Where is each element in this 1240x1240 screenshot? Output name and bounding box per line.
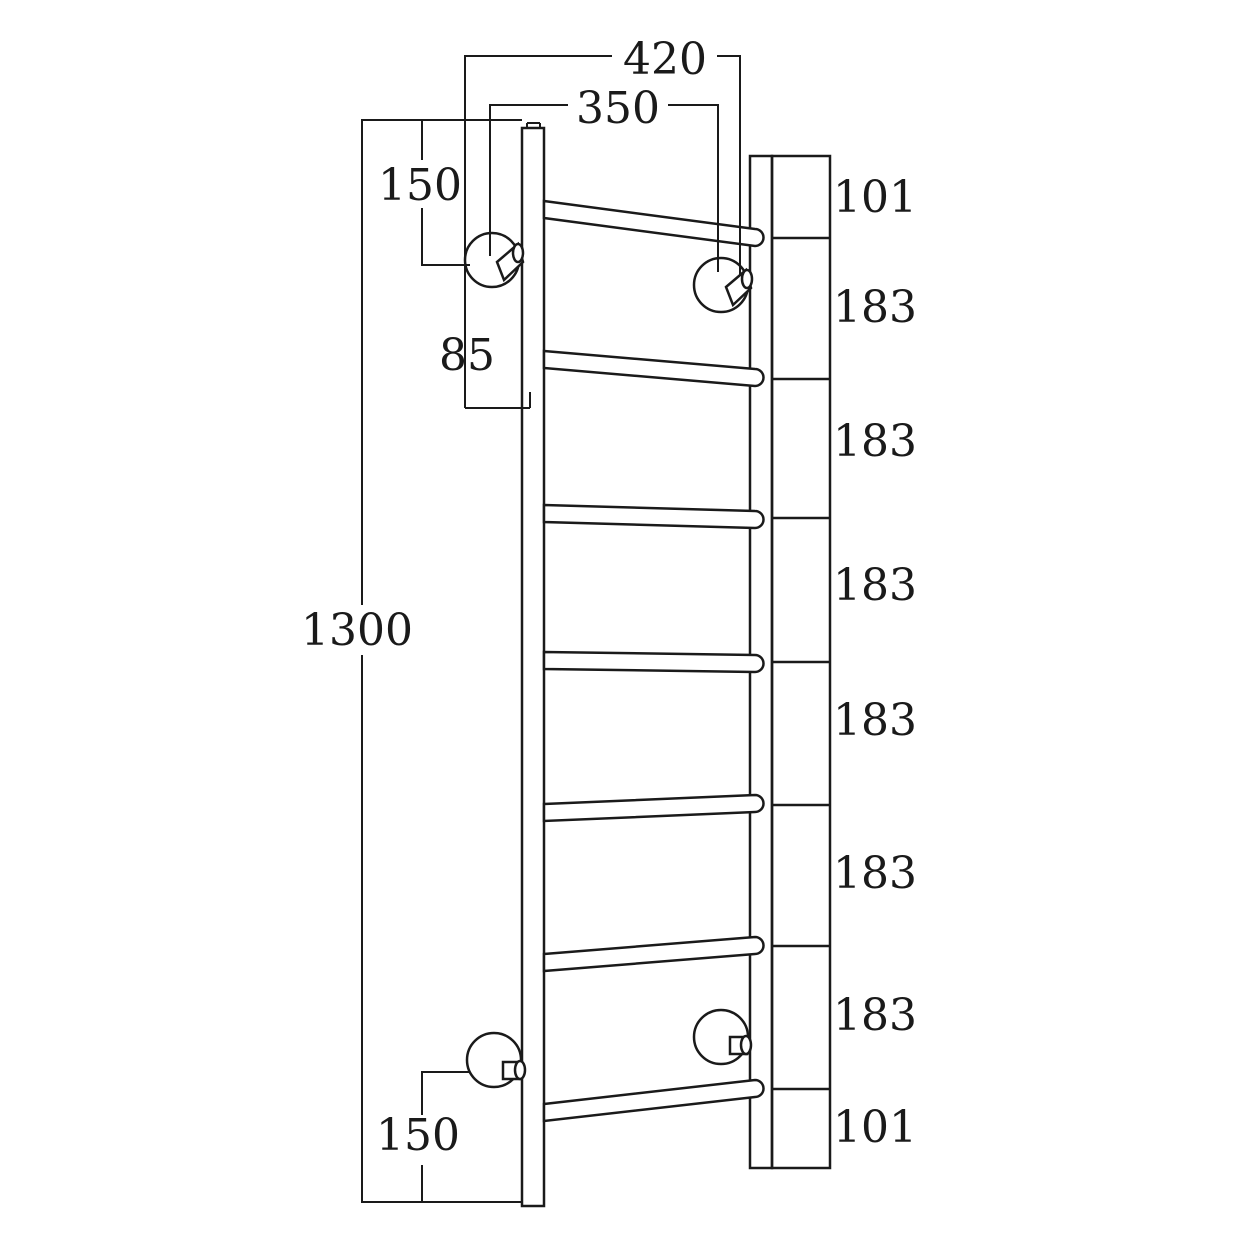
bracket-bottom-right <box>692 1008 753 1066</box>
rails <box>542 199 765 1123</box>
spacing-label: 101 <box>833 1102 917 1153</box>
spacing-label: 183 <box>833 282 917 333</box>
spacing-label: 183 <box>833 695 917 746</box>
rail <box>542 199 765 248</box>
rail <box>542 349 765 388</box>
bracket-top-left <box>463 231 525 289</box>
dim-wall-projection: 85 <box>439 330 495 381</box>
rail <box>542 793 765 823</box>
spacing-label: 183 <box>833 990 917 1041</box>
left-upright <box>520 122 546 1208</box>
rail <box>542 503 765 530</box>
spacing-label: 183 <box>833 560 917 611</box>
bracket-bottom-left <box>465 1031 527 1089</box>
dim-bottom-bracket-offset: 150 <box>376 1110 460 1161</box>
bracket-top-right <box>692 256 754 314</box>
dimension-labels: 420 350 1300 150 85 150 <box>301 34 707 1161</box>
rail <box>542 1078 765 1123</box>
dim-width-outer: 420 <box>623 34 707 85</box>
dim-width-inner-label: 350 <box>576 83 660 134</box>
dim-top-bracket-offset: 150 <box>378 160 462 211</box>
spacing-label: 101 <box>833 172 917 223</box>
dim-height-total: 1300 <box>301 605 413 656</box>
dimension-lines <box>361 55 741 1203</box>
spacing-label: 183 <box>833 416 917 467</box>
rail <box>542 650 765 674</box>
rail <box>542 935 765 973</box>
rail-spacing-column <box>770 154 832 1170</box>
rail-spacing-labels: 101 183 183 183 183 183 183 101 <box>833 172 917 1153</box>
spacing-label: 183 <box>833 848 917 899</box>
